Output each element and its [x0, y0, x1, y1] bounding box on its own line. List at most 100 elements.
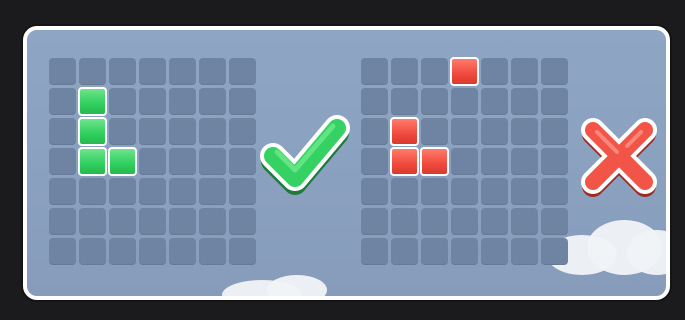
board-cell [481, 208, 508, 235]
board-cell [49, 208, 76, 235]
board-cell [169, 118, 196, 145]
board-cell [169, 58, 196, 85]
piece-block [78, 117, 107, 146]
piece-block [78, 87, 107, 116]
board-cell [139, 88, 166, 115]
board-cell [139, 238, 166, 265]
board-cell [169, 208, 196, 235]
board-cell [361, 238, 388, 265]
board-cell [79, 238, 106, 265]
board-cell [361, 178, 388, 205]
board-cell [169, 88, 196, 115]
board-cell [79, 58, 106, 85]
board-cell [109, 118, 136, 145]
board-cell [511, 238, 538, 265]
board-cell [49, 118, 76, 145]
board-cell [199, 88, 226, 115]
board-cell [511, 58, 538, 85]
board-cell [361, 208, 388, 235]
piece-block [390, 147, 419, 176]
piece-block [78, 147, 107, 176]
piece-block [390, 117, 419, 146]
board-cell [451, 238, 478, 265]
board-cell [451, 148, 478, 175]
piece-block [420, 147, 449, 176]
piece-block [108, 147, 137, 176]
board-cell [541, 58, 568, 85]
board-cell [109, 178, 136, 205]
board-cell [361, 118, 388, 145]
board-cell [199, 208, 226, 235]
board-cell [541, 208, 568, 235]
board-cell [481, 118, 508, 145]
board-cell [511, 148, 538, 175]
board-cell [451, 178, 478, 205]
board-cell [481, 148, 508, 175]
cloud-decoration [267, 275, 327, 300]
board-cell [109, 208, 136, 235]
board-cell [49, 178, 76, 205]
board-cell [49, 238, 76, 265]
board-cell [451, 88, 478, 115]
board-cell [139, 118, 166, 145]
board-cell [421, 58, 448, 85]
board-cell [199, 148, 226, 175]
board-cell [169, 178, 196, 205]
board-cell [49, 88, 76, 115]
board-cell [229, 238, 256, 265]
board-cell [511, 208, 538, 235]
board-cell [541, 88, 568, 115]
board-cell [511, 88, 538, 115]
board-cell [361, 88, 388, 115]
board-cell [541, 148, 568, 175]
board-cell [229, 58, 256, 85]
board-cell [481, 238, 508, 265]
board-cell [451, 118, 478, 145]
board-cell [391, 208, 418, 235]
board-cell [481, 178, 508, 205]
board-cell [421, 88, 448, 115]
board-cell [139, 208, 166, 235]
board-cell [169, 238, 196, 265]
board-cell [481, 88, 508, 115]
board-cell [421, 208, 448, 235]
board-cell [481, 58, 508, 85]
board-cell [511, 118, 538, 145]
board-cell [109, 238, 136, 265]
board-cell [361, 58, 388, 85]
board-cell [421, 238, 448, 265]
board-cell [109, 88, 136, 115]
board-cell [229, 118, 256, 145]
board-cell [199, 118, 226, 145]
board-cell [169, 148, 196, 175]
board-cell [361, 148, 388, 175]
board-cell [391, 88, 418, 115]
board-cell [229, 88, 256, 115]
board-cell [139, 58, 166, 85]
board-cell [541, 178, 568, 205]
board-cell [139, 148, 166, 175]
board-cell [391, 58, 418, 85]
board-cell [139, 178, 166, 205]
board-cell [79, 178, 106, 205]
board-cell [199, 178, 226, 205]
board-cell [49, 148, 76, 175]
check-mark-icon [259, 108, 351, 198]
board-cell [49, 58, 76, 85]
board-cell [421, 118, 448, 145]
board-cell [229, 208, 256, 235]
board-cell [391, 178, 418, 205]
board-cell [391, 238, 418, 265]
cross-mark-icon [577, 114, 661, 198]
piece-block [450, 57, 479, 86]
board-cell [199, 238, 226, 265]
board-cell [541, 118, 568, 145]
board-cell [451, 208, 478, 235]
board-cell [199, 58, 226, 85]
board-cell [541, 238, 568, 265]
board-cell [229, 148, 256, 175]
board-cell [109, 58, 136, 85]
board-cell [511, 178, 538, 205]
board-cell [229, 178, 256, 205]
board-cell [79, 208, 106, 235]
